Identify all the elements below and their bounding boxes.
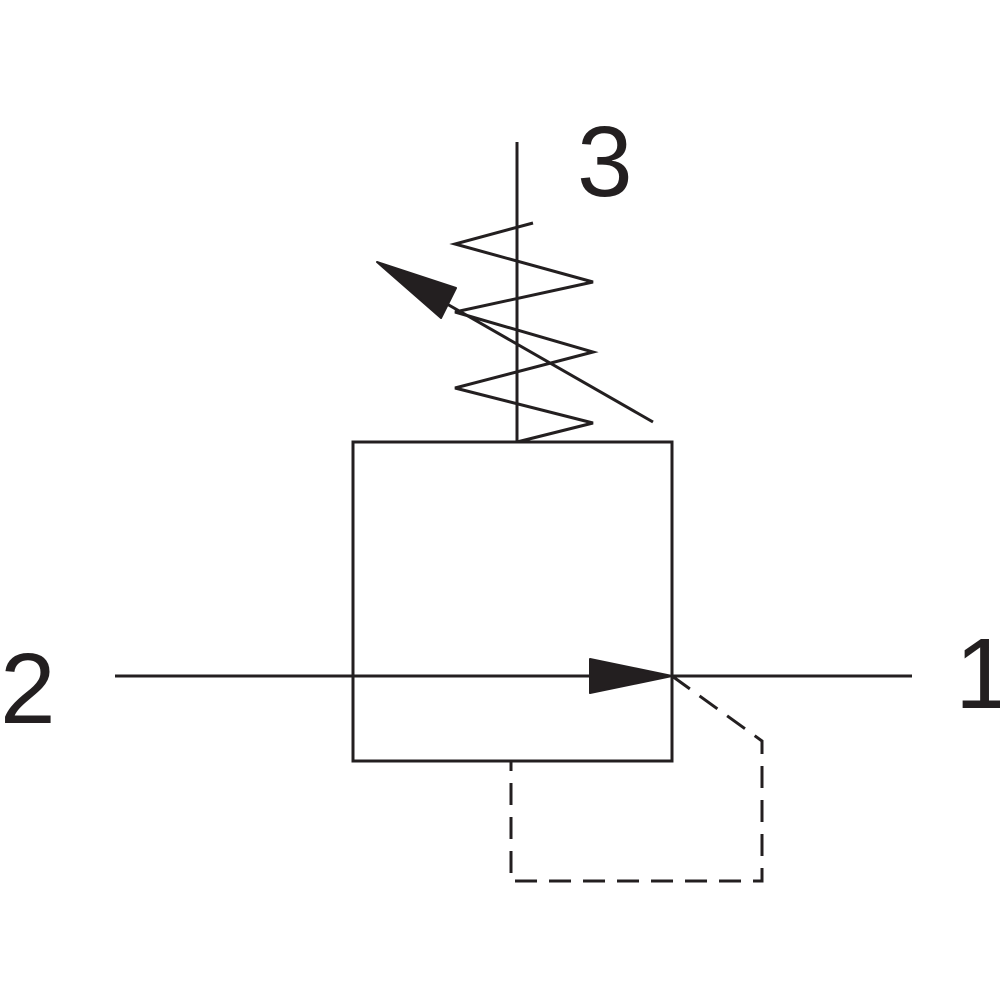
flow-arrowhead [589,658,673,694]
adjustable-arrow [376,261,654,424]
port-2-label: 2 [0,633,56,745]
port-1-label: 1 [955,618,1000,730]
adjustable-arrowhead [376,261,457,319]
pilot-line [509,674,764,883]
port-3-label: 3 [577,106,633,218]
valve-body [351,440,674,763]
adjustable-arrow-shaft [439,298,654,424]
spring [449,221,599,444]
